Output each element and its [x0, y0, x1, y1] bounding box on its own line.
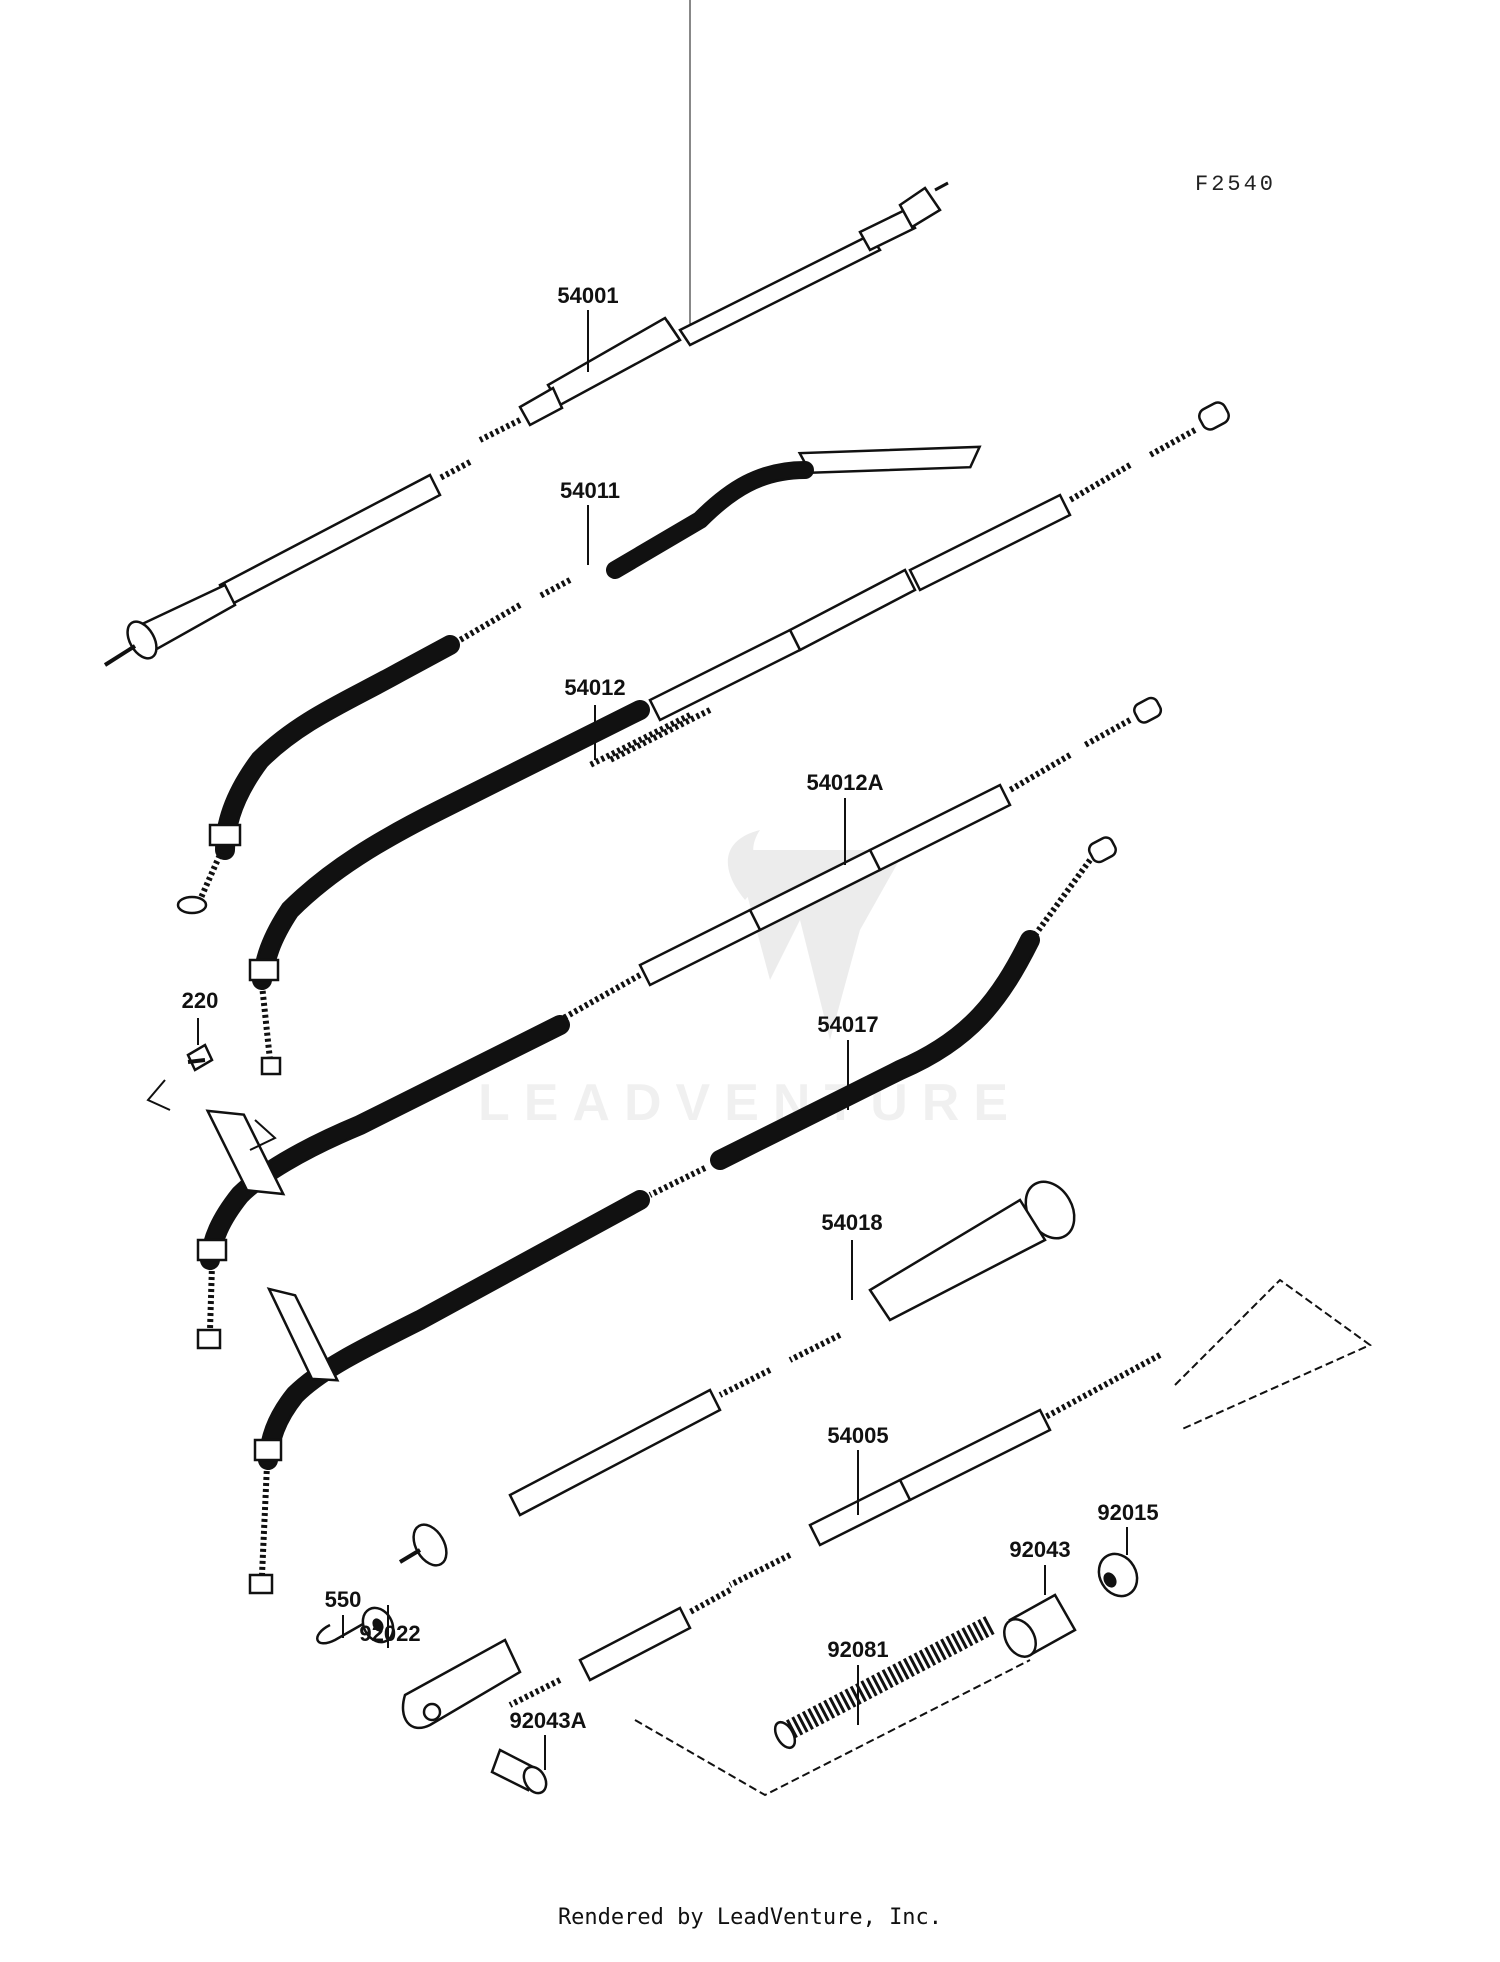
speedometer-cable-54001: [103, 0, 949, 667]
group-boundary: [1174, 1278, 1372, 1431]
bracket-bracket: [146, 1079, 277, 1151]
label-54017: 54017: [817, 1012, 878, 1037]
leader-lines: [197, 310, 1128, 1770]
watermark-text: LEADVENTURE: [478, 1074, 1022, 1132]
cable-54011: [176, 445, 982, 915]
cable-54018: [398, 1180, 1076, 1567]
cable-54005: [401, 1352, 1162, 1730]
label-92022: 92022: [359, 1621, 420, 1646]
label-92043: 92043: [1009, 1537, 1070, 1562]
footer-credit: Rendered by LeadVenture, Inc.: [557, 1905, 943, 1930]
label-550: 550: [325, 1587, 362, 1612]
washer-92022: [361, 1606, 395, 1644]
label-54012a: 54012A: [806, 770, 883, 795]
label-220: 220: [182, 988, 219, 1013]
pin-92043a: [490, 1748, 548, 1795]
nut-92015: [1097, 1552, 1139, 1598]
label-92043a: 92043A: [509, 1708, 586, 1733]
group-boundary-lower: [634, 1659, 1031, 1797]
label-92015: 92015: [1097, 1500, 1158, 1525]
cable-54017: [248, 836, 1117, 1595]
label-54011: 54011: [560, 478, 620, 503]
label-54005: 54005: [827, 1423, 888, 1448]
label-54012: 54012: [564, 675, 625, 700]
spring-92081: [773, 1616, 995, 1750]
label-54018: 54018: [821, 1210, 882, 1235]
cable-54012a: [196, 696, 1163, 1350]
pin-92043: [1003, 1593, 1077, 1658]
label-54001: 54001: [557, 283, 618, 308]
figure-code: F2540: [1195, 172, 1276, 197]
bolt-220: [186, 1043, 214, 1072]
label-92081: 92081: [827, 1637, 888, 1662]
cable-54012: [248, 401, 1230, 1076]
